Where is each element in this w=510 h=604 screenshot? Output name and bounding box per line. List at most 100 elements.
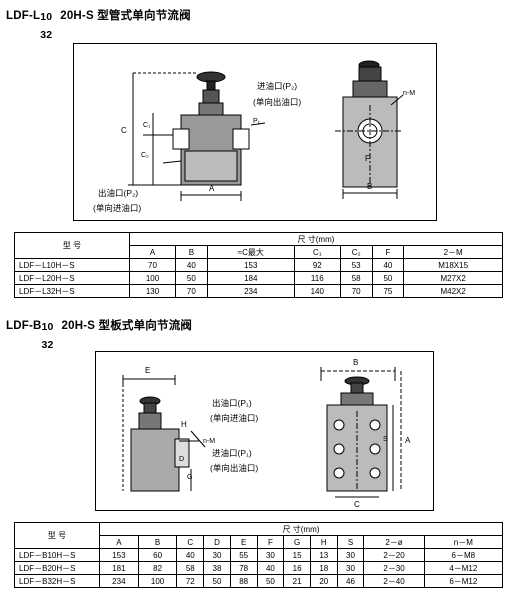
dim-c2-label: C₂: [141, 152, 149, 159]
section2-drawing-frame: [95, 351, 434, 511]
table-cell: M18X15: [403, 258, 503, 272]
table-cell: 30: [336, 561, 365, 575]
table-cell: M42X2: [403, 284, 503, 298]
col-header: D: [203, 535, 231, 549]
col-header: n－M: [423, 535, 504, 549]
model-cell: LDF－L10H－S: [14, 258, 130, 272]
col-header: A: [129, 245, 176, 259]
table-cell: 58: [176, 561, 205, 575]
col-header: A: [99, 535, 139, 549]
table-cell: 40: [256, 561, 285, 575]
col-header: F: [371, 245, 405, 259]
outlet-sub-label: (单向进油口): [93, 203, 142, 213]
table-cell: 50: [175, 271, 208, 285]
title-prefix: LDF-B: [6, 320, 42, 332]
section2-spec-table: 型 号 尺 寸(mm) A B C D E F G H S 2－ø n－M LD…: [14, 522, 504, 588]
dim-f-label: F: [365, 154, 370, 163]
table-cell: 50: [256, 574, 285, 588]
table-cell: 2－40: [363, 574, 425, 588]
inlet-sub-label: (单向出油口): [210, 463, 259, 473]
model-header: 型 号: [14, 522, 100, 549]
table-cell: 72: [176, 574, 205, 588]
title-superscript: 10: [41, 321, 54, 333]
dim-header: 尺 寸(mm): [99, 522, 503, 536]
table-cell: 70: [129, 258, 176, 272]
col-header: F: [256, 535, 285, 549]
table-row: LDF－B10H－S 153 60 40 30 55 30 15 13 30 2…: [14, 548, 504, 562]
section2-drawing: E H D G n-M B A C S: [122, 358, 411, 509]
table-cell: 40: [371, 258, 405, 272]
inlet-sub-label: (单向出油口): [253, 97, 302, 107]
col-header: C: [176, 535, 205, 549]
table-cell: 75: [371, 284, 405, 298]
col-header: ≈C最大: [206, 245, 295, 259]
nm-label: n-M: [403, 90, 415, 97]
table-cell: 234: [99, 574, 139, 588]
title-subscript: 32: [41, 339, 54, 351]
model-cell: LDF－B20H－S: [14, 561, 100, 575]
model-cell: LDF－B32H－S: [14, 574, 100, 588]
col-header: E: [229, 535, 258, 549]
dim-s-label: S: [383, 436, 388, 443]
outlet-sub-label: (单向进油口): [210, 413, 259, 423]
table-cell: 55: [229, 548, 258, 562]
col-header: 2－ø: [363, 535, 425, 549]
table-cell: 6－M8: [423, 548, 504, 562]
table-cell: 2－30: [363, 561, 425, 575]
table-cell: 40: [175, 258, 208, 272]
outlet-label: 出油口(P₂): [98, 188, 139, 198]
col-header: B: [175, 245, 208, 259]
table-cell: 100: [129, 271, 176, 285]
dim-e-label: E: [145, 366, 150, 375]
model-header: 型 号: [14, 232, 130, 259]
table-cell: 184: [206, 271, 295, 285]
section1-drawing-frame: [73, 43, 437, 221]
table-cell: 30: [256, 548, 285, 562]
title-rest: 20H-S 型管式单向节流阀: [60, 10, 191, 22]
table-cell: 38: [203, 561, 231, 575]
table-row: LDF－L32H－S 130 70 234 140 70 75 M42X2: [14, 284, 503, 298]
table-cell: M27X2: [403, 271, 503, 285]
dim-c-label: C: [354, 500, 360, 509]
model-cell: LDF－L20H－S: [14, 271, 130, 285]
col-header: 2－M: [403, 245, 503, 259]
table-row: LDF－B32H－S 234 100 72 50 88 50 21 20 46 …: [14, 574, 504, 588]
table-cell: 18: [309, 561, 338, 575]
model-cell: LDF－B10H－S: [14, 548, 100, 562]
dim-a-label: A: [209, 184, 215, 193]
table-cell: 78: [229, 561, 258, 575]
table-cell: 15: [283, 548, 311, 562]
nm-label: n-M: [203, 438, 215, 445]
section1-spec-table: 型 号 尺 寸(mm) A B ≈C最大 C₁ C₂ F 2－M LDF－L10…: [14, 232, 503, 298]
table-cell: 153: [206, 258, 295, 272]
col-header: G: [283, 535, 311, 549]
table-cell: 88: [229, 574, 258, 588]
table-cell: 92: [293, 258, 341, 272]
dim-d-label: D: [179, 456, 184, 463]
table-row: LDF－B20H－S 181 82 58 38 78 40 16 18 30 2…: [14, 561, 504, 575]
dim-b-label: B: [353, 358, 358, 367]
table-header-row: 型 号 尺 寸(mm): [14, 232, 503, 259]
col-header: H: [309, 535, 338, 549]
table-row: LDF－L20H－S 100 50 184 116 58 50 M27X2: [14, 271, 503, 285]
table-cell: 50: [203, 574, 231, 588]
dim-g-label: G: [187, 474, 192, 481]
dim-header: 尺 寸(mm): [129, 232, 503, 246]
section1-drawing: C C₁ C₂ A B F P₁ n-M: [121, 60, 415, 201]
table-row: LDF－L10H－S 70 40 153 92 53 40 M18X15: [14, 258, 503, 272]
title-prefix: LDF-L: [6, 10, 41, 22]
col-header: S: [336, 535, 365, 549]
table-header-row: 型 号 尺 寸(mm): [14, 522, 503, 549]
col-header: C₂: [339, 245, 373, 259]
table-cell: 181: [99, 561, 139, 575]
table-cell: 21: [283, 574, 311, 588]
dim-c1-label: C₁: [143, 122, 151, 129]
p1-label: P₁: [253, 118, 261, 125]
dim-b-label: B: [367, 182, 372, 191]
table-cell: 70: [175, 284, 208, 298]
dim-a-label: A: [405, 436, 411, 445]
inlet-label: 进油口(P₁): [212, 448, 252, 458]
table-cell: 40: [176, 548, 205, 562]
